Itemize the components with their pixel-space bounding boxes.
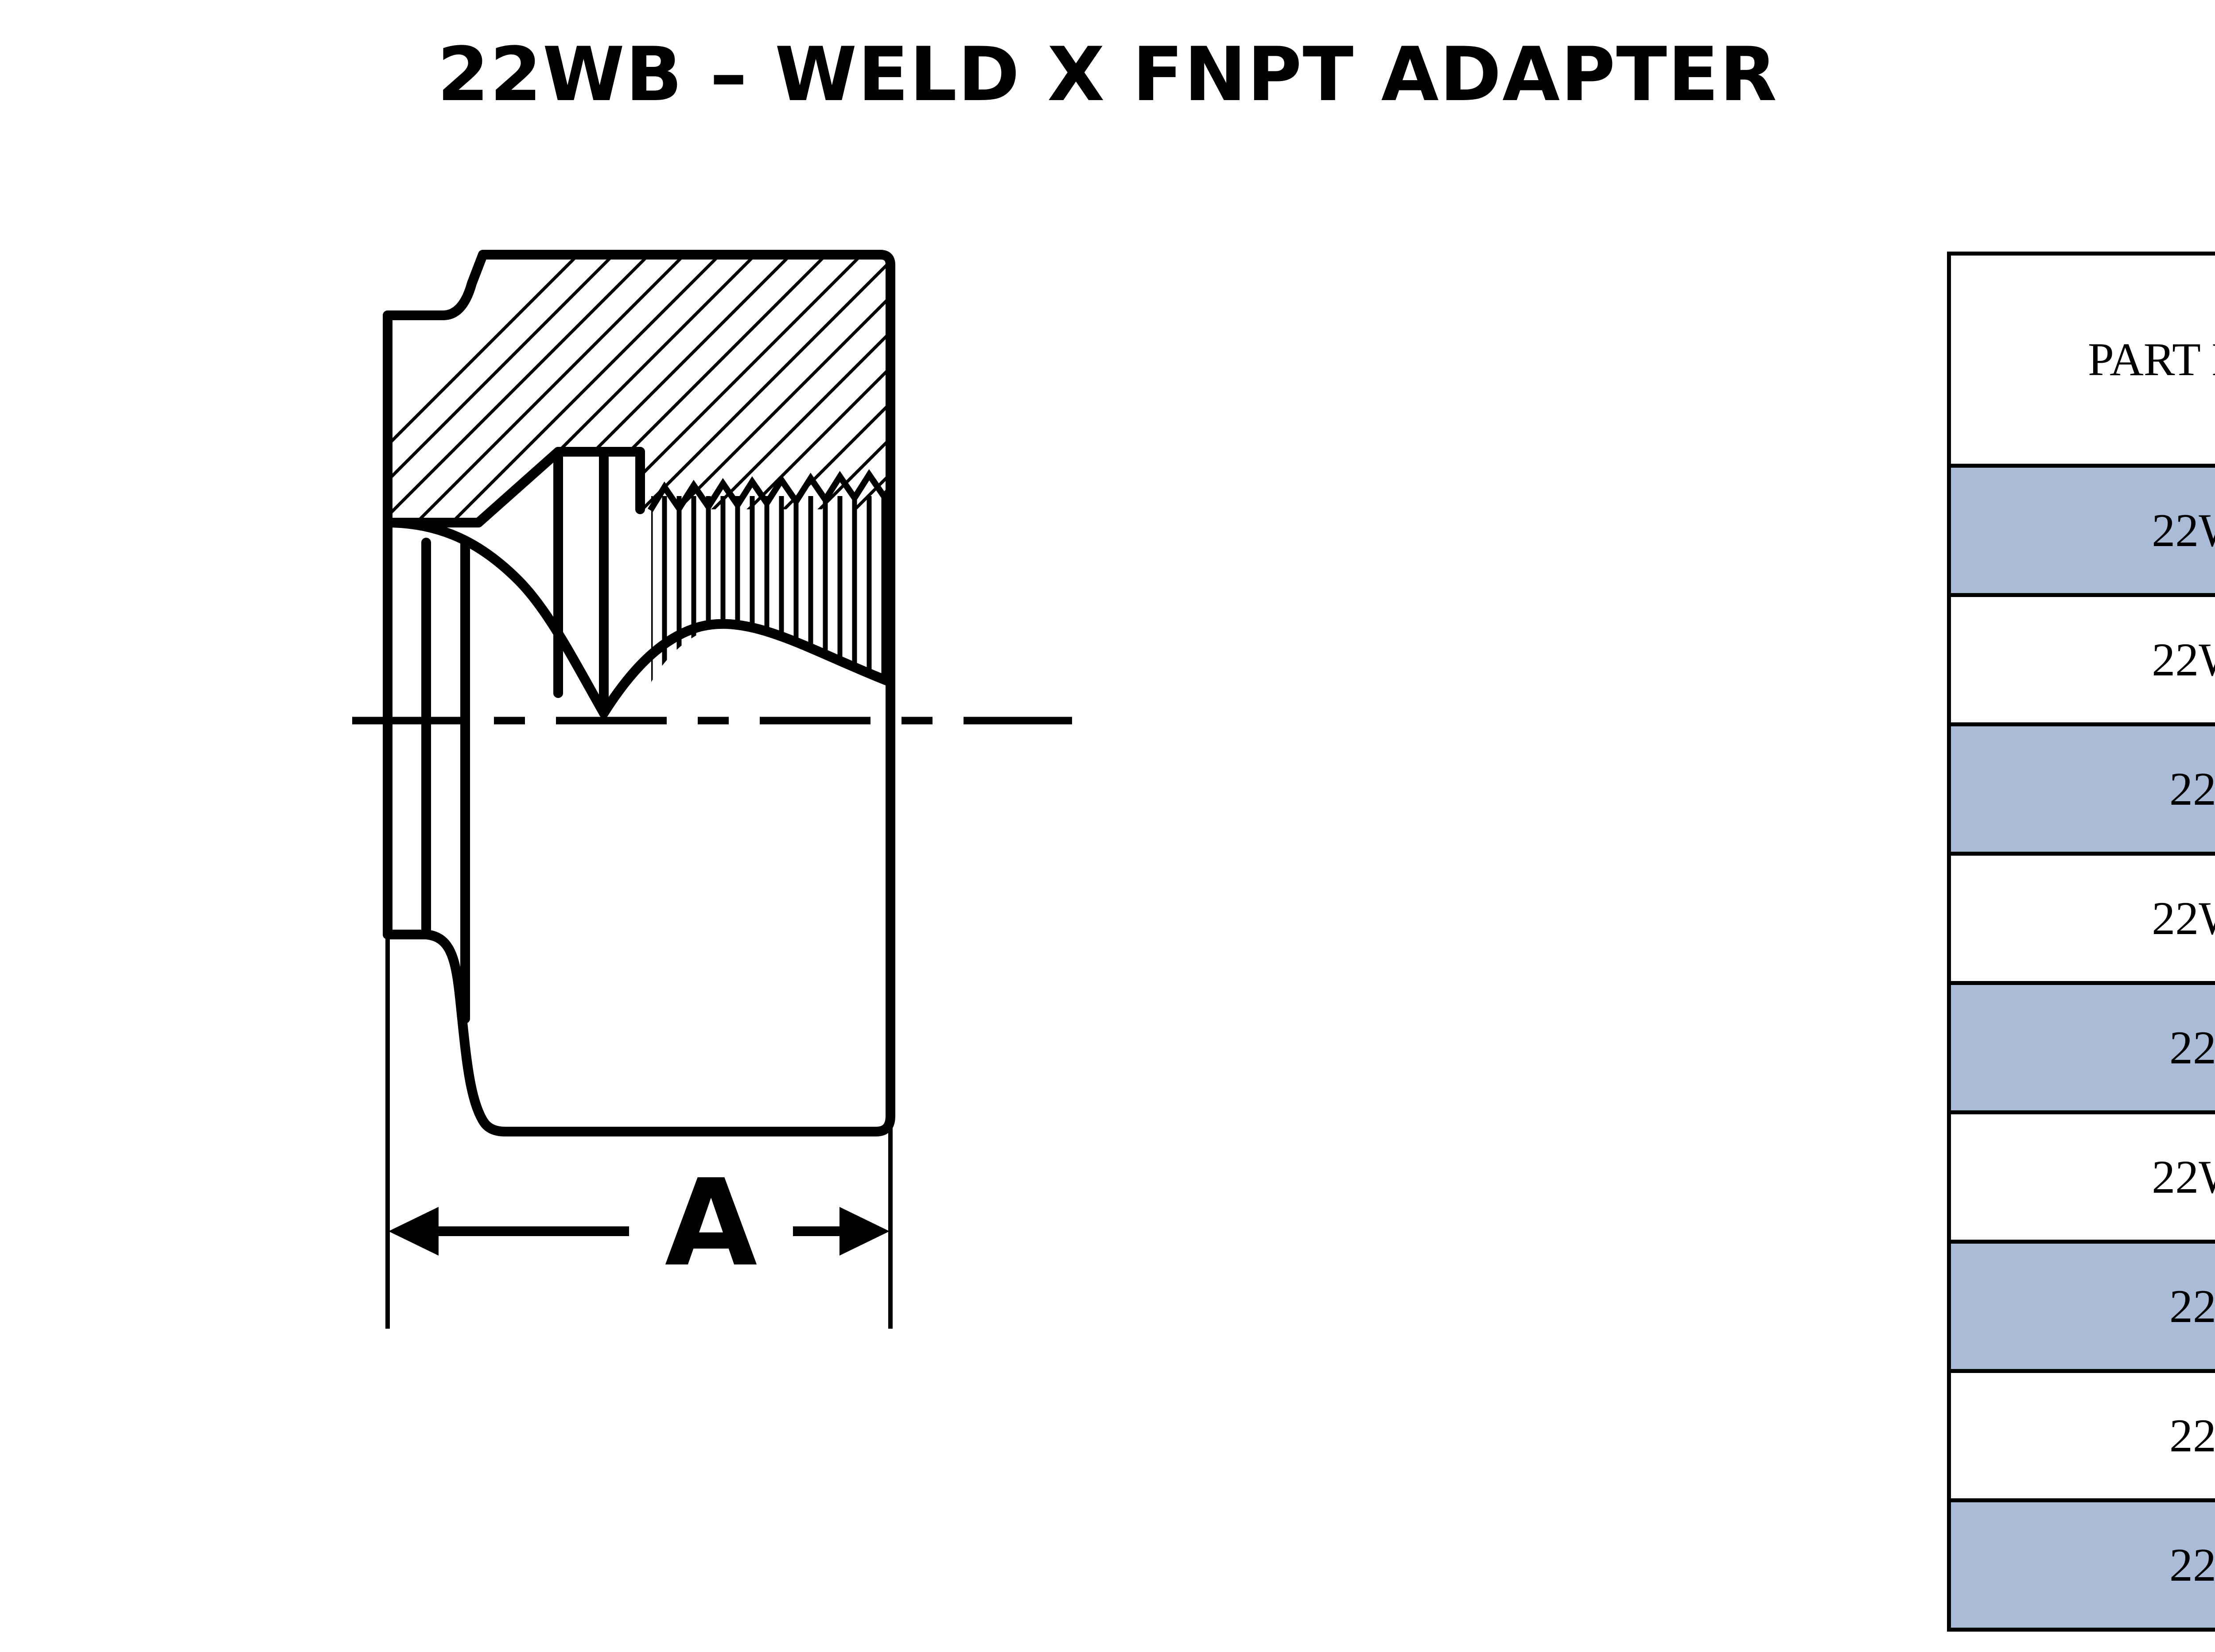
cell-part-number: 22WB-3 [1947, 1240, 2215, 1373]
adapter-lower-outline [383, 518, 895, 1136]
dimension-arrow-left [389, 1207, 439, 1256]
table-row: 22WB-221.812 [1947, 981, 2215, 1114]
adapter-drawing-panel: A [310, 213, 1152, 1364]
table-row: 22WB-.753/41.625 [1947, 593, 2215, 726]
cell-part-number: 22WB-6 [1947, 1498, 2215, 1632]
cell-part-number: 22WB-1 [1947, 722, 2215, 856]
cell-part-number: 22WB-.75 [1947, 593, 2215, 726]
bore-break-curve [383, 518, 895, 718]
cell-part-number: 22WB-2.5 [1947, 1110, 2215, 1244]
page-title: 22WB – WELD X FNPT ADAPTER [437, 31, 1778, 118]
dimension-arrow-right [839, 1207, 890, 1256]
table-row: 22WB-111.750 [1947, 722, 2215, 856]
dimension-label-a: A [665, 1153, 758, 1293]
adapter-upper-outline [383, 250, 895, 718]
cell-part-number: 22WB-2 [1947, 981, 2215, 1114]
spec-table-container: PART NUMBER SIZE (inches) A (inches) 22W… [1947, 252, 2215, 1632]
table-body: 22WB-.501/21.25022WB-.753/41.62522WB-111… [1947, 464, 2215, 1632]
part-spec-table: PART NUMBER SIZE (inches) A (inches) 22W… [1947, 252, 2215, 1632]
table-row: 22WB-.501/21.250 [1947, 464, 2215, 597]
cell-part-number: 22WB-.50 [1947, 464, 2215, 597]
table-row: 22WB-442.562 [1947, 1369, 2215, 1502]
table-row: 22WB-663.250 [1947, 1498, 2215, 1632]
cell-part-number: 22WB-1.5 [1947, 852, 2215, 985]
dimension-extension-lines [385, 939, 893, 1329]
weld-x-fnpt-adapter-section-view: A [352, 250, 1072, 1329]
table-row: 22WB-332.500 [1947, 1240, 2215, 1373]
header-part-number-main: PART NUMBER [2088, 334, 2215, 386]
internal-thread-profile [648, 469, 893, 514]
section-hatching [388, 255, 890, 523]
column-header-part-number: PART NUMBER [1947, 252, 2215, 468]
table-header: PART NUMBER SIZE (inches) A (inches) [1947, 252, 2215, 468]
header-row: PART NUMBER SIZE (inches) A (inches) [1947, 252, 2215, 468]
overall-length-dimension: A [389, 1153, 890, 1293]
cell-part-number: 22WB-4 [1947, 1369, 2215, 1502]
table-row: 22WB-2.52-1/22.250 [1947, 1110, 2215, 1244]
table-row: 22WB-1.51-1/21.750 [1947, 852, 2215, 985]
